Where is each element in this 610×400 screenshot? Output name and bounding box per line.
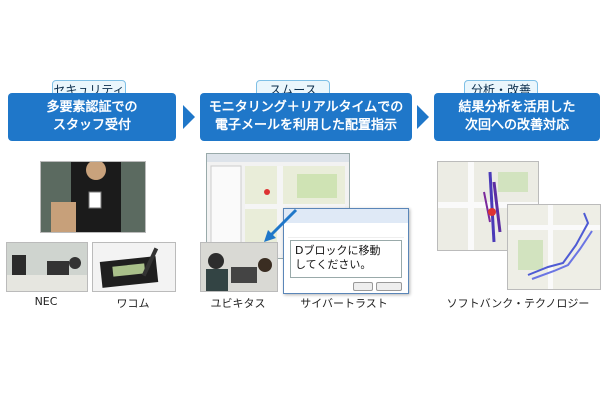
step-security-line1: 多要素認証での bbox=[46, 100, 138, 115]
caption-cybertrust: サイバートラスト bbox=[300, 297, 388, 310]
arrow-right-icon bbox=[417, 105, 429, 129]
photo-nec-desk bbox=[6, 242, 88, 292]
nec-photo-illustration bbox=[7, 243, 87, 291]
step-smooth-line1: モニタリング＋リアルタイムでの bbox=[208, 100, 404, 115]
caption-nec: NEC bbox=[34, 295, 58, 308]
arrow-right-icon bbox=[183, 105, 195, 129]
wacom-photo-illustration bbox=[93, 243, 175, 291]
route-map-illustration bbox=[508, 205, 600, 289]
photo-staff-badge bbox=[40, 161, 146, 233]
dialog-message-line2: してください。 bbox=[295, 258, 372, 271]
step-security: 多要素認証での スタッフ受付 bbox=[8, 93, 176, 141]
dialog-message-line1: Dブロックに移動 bbox=[295, 244, 381, 257]
ubiquitous-photo-illustration bbox=[201, 243, 277, 291]
caption-wacom: ワコム bbox=[116, 297, 150, 310]
step-security-line2: スタッフ受付 bbox=[52, 118, 131, 133]
pointer-arrow-icon bbox=[264, 208, 298, 242]
dialog-send-button[interactable] bbox=[353, 282, 373, 291]
map-route bbox=[507, 204, 601, 290]
staff-photo-illustration bbox=[41, 162, 145, 232]
photo-wacom-tablet bbox=[92, 242, 176, 292]
caption-ubiquitous: ユビキタス bbox=[210, 297, 266, 310]
dialog-header-lines bbox=[288, 225, 404, 238]
step-analysis: 結果分析を活用した 次回への改善対応 bbox=[434, 93, 600, 141]
caption-softbank: ソフトバンク・テクノロジー bbox=[446, 297, 590, 310]
step-smooth: モニタリング＋リアルタイムでの 電子メールを利用した配置指示 bbox=[200, 93, 412, 141]
step-analysis-line2: 次回への改善対応 bbox=[464, 118, 569, 133]
dialog-buttons bbox=[284, 282, 402, 291]
email-dialog: Dブロックに移動 してください。 bbox=[283, 208, 409, 294]
dialog-cancel-button[interactable] bbox=[376, 282, 402, 291]
dialog-message-box: Dブロックに移動 してください。 bbox=[290, 240, 402, 278]
step-smooth-line2: 電子メールを利用した配置指示 bbox=[214, 118, 397, 133]
dialog-title-bar bbox=[284, 209, 408, 223]
photo-ubiquitous-table bbox=[200, 242, 278, 292]
step-analysis-line1: 結果分析を活用した bbox=[458, 100, 576, 115]
